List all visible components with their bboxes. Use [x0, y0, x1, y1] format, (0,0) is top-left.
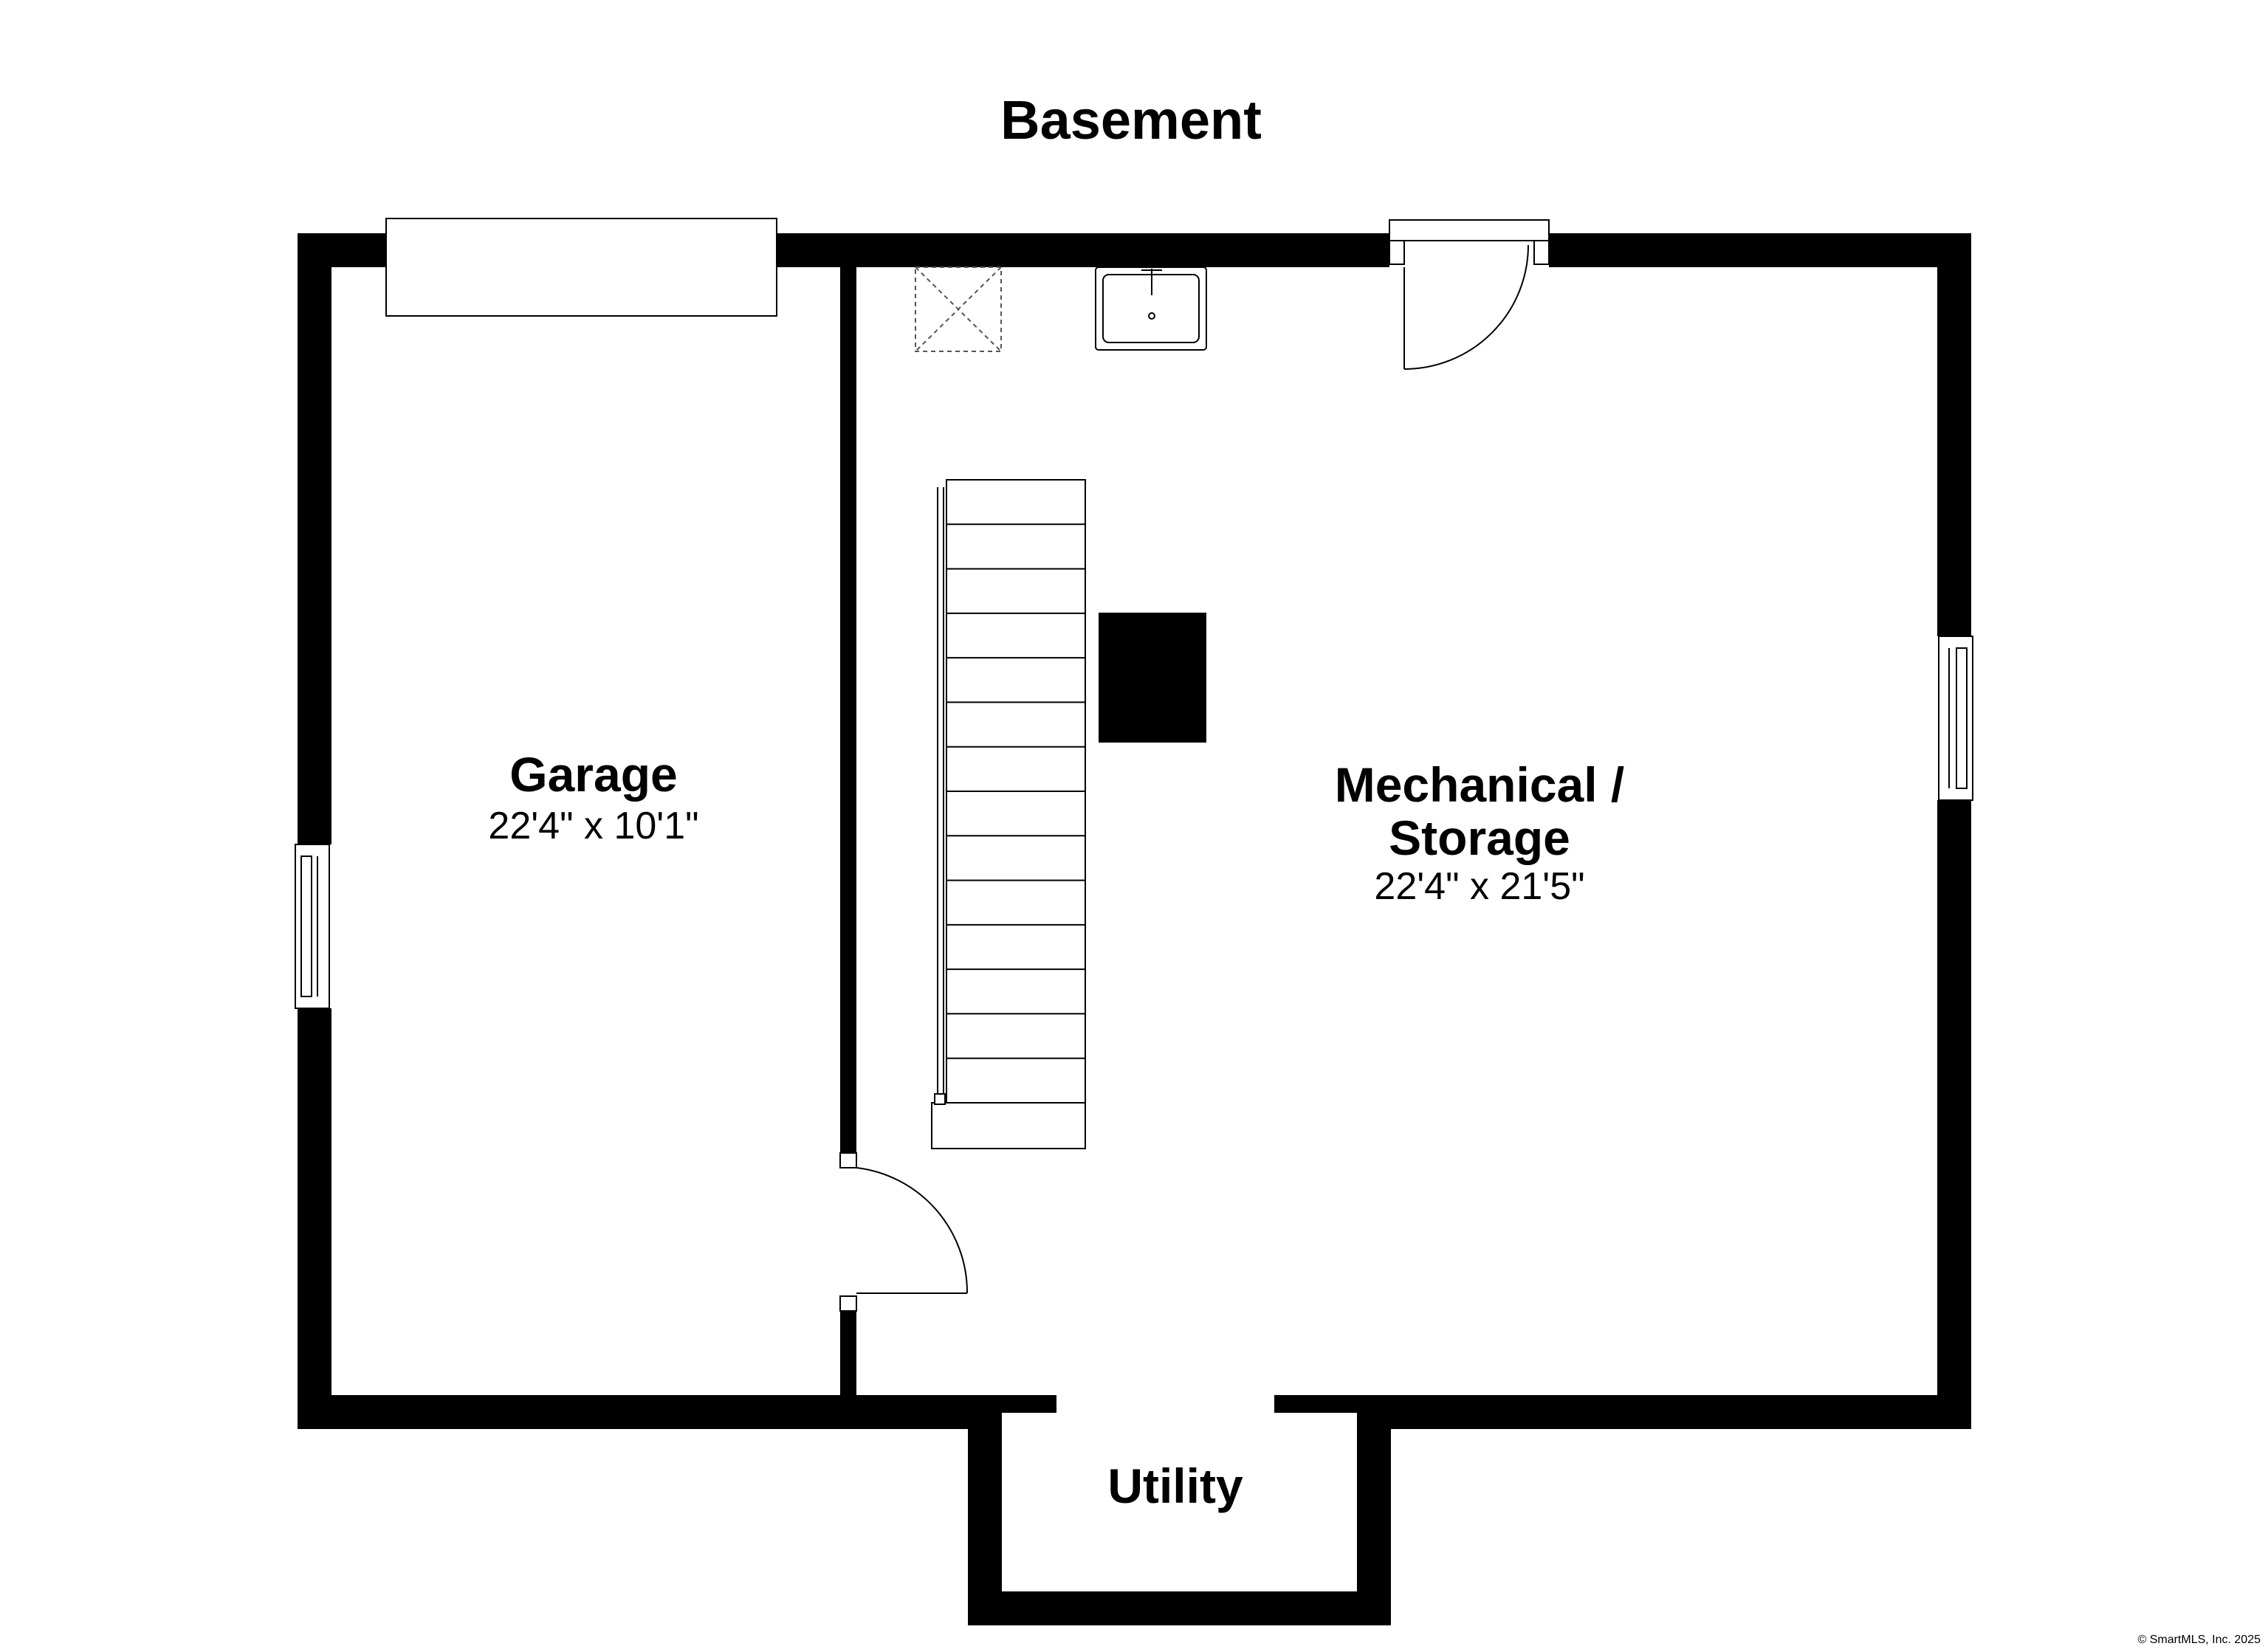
door-swing-icon: [1389, 219, 1550, 370]
wall-top-middle: [777, 233, 1389, 267]
wall-bottom-left: [298, 1395, 971, 1429]
door-swing-icon: [839, 1152, 969, 1312]
wall-partition-upper: [840, 267, 856, 1153]
wall-left-upper: [298, 233, 331, 844]
room-mechanical-name-line2: Storage: [1389, 810, 1570, 865]
plan-title: Basement: [1000, 89, 1262, 151]
room-mechanical-dimensions: 22'4" x 21'5": [1374, 865, 1584, 908]
room-mechanical-name-line1: Mechanical /: [1335, 757, 1625, 812]
wall-utility-left: [968, 1395, 1002, 1625]
wall-utility-right: [1357, 1395, 1391, 1625]
wall-utility-bottom: [968, 1591, 1391, 1625]
wall-bottom-right-stub: [1274, 1395, 1360, 1413]
chimney-icon: [1099, 613, 1206, 743]
window-icon: [295, 844, 330, 1009]
wall-right-upper: [1937, 233, 1971, 636]
wall-left-lower: [298, 1008, 331, 1429]
wall-partition-lower: [840, 1311, 856, 1395]
wall-right-lower: [1937, 800, 1971, 1429]
wall-bottom-right: [1360, 1395, 1971, 1429]
wall-top-right: [1549, 233, 1971, 267]
room-garage-name: Garage: [509, 747, 677, 802]
stairs-icon: [931, 479, 1086, 1149]
room-utility-name: Utility: [1107, 1459, 1243, 1513]
footer-credit: © SmartMLS, Inc. 2025: [2137, 1633, 2261, 1646]
walls: [298, 233, 1971, 1625]
sink-icon: [1095, 266, 1207, 351]
window-icon: [385, 218, 777, 317]
floor-drain-icon: [915, 266, 1002, 352]
room-garage-dimensions: 22'4" x 10'1": [488, 805, 698, 847]
window-icon: [1938, 636, 1973, 801]
